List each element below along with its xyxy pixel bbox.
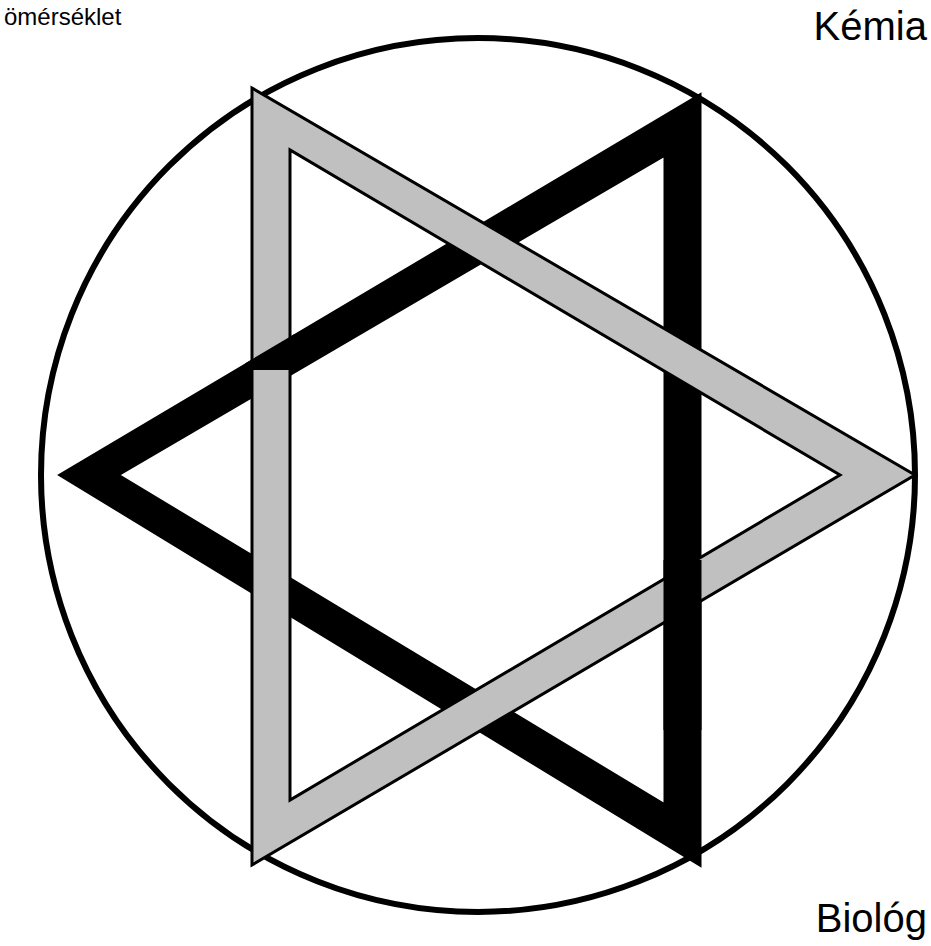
- black-triangle-overlap: [640, 560, 700, 730]
- outer-circle: [41, 38, 915, 912]
- grey-triangle: [252, 88, 915, 865]
- black-triangle-overlap: [245, 280, 295, 370]
- corner-label: Biológ: [816, 896, 927, 940]
- corner-label: ömérséklet: [4, 4, 121, 30]
- corner-label: Kémia: [814, 4, 927, 48]
